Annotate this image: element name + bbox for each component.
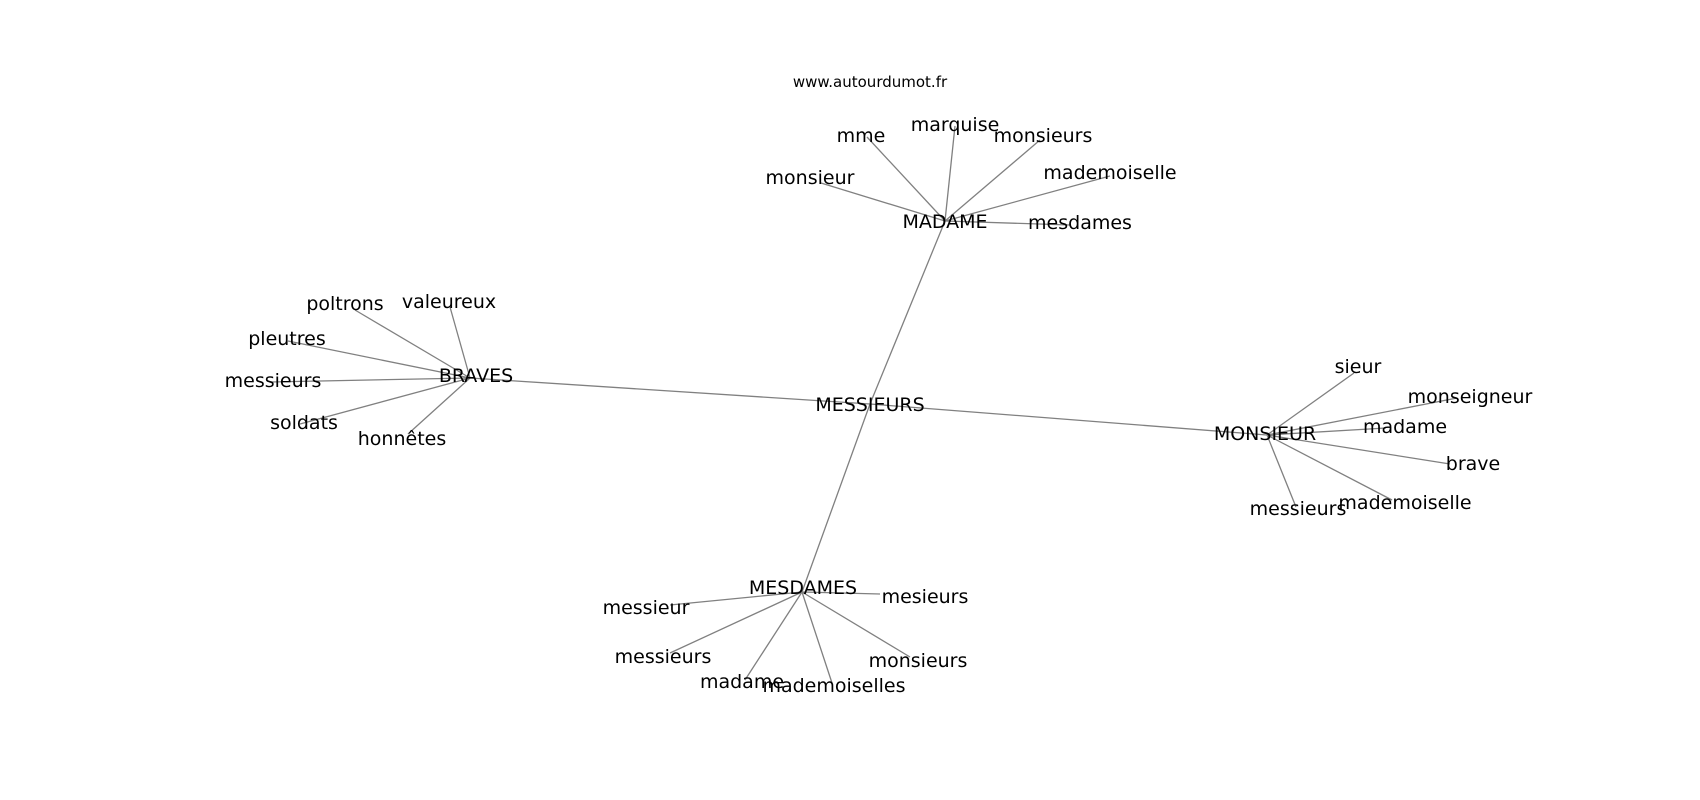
- leaf-node-label: mademoiselles: [762, 675, 905, 697]
- edge-madame-leaf: [820, 182, 946, 222]
- leaf-node-label: madame: [1363, 416, 1447, 438]
- leaf-node-label: poltrons: [306, 293, 383, 315]
- leaf-node-label: mademoiselle: [1043, 162, 1176, 184]
- leaf-node-label: sieur: [1335, 356, 1382, 378]
- edge-mesdames-leaf: [669, 591, 803, 654]
- edge-root-mesdames: [801, 403, 871, 593]
- edge-braves-leaf: [354, 309, 471, 379]
- edge-mesdames-leaf: [801, 591, 911, 658]
- edge-mesdames-leaf: [801, 591, 833, 684]
- labels-layer: www.autourdumot.fr MESSIEURS MADAME mme ma…: [225, 73, 1533, 697]
- leaf-node-label: mademoiselle: [1338, 492, 1471, 514]
- leaf-node-label: valeureux: [402, 291, 496, 313]
- edge-braves-leaf: [269, 377, 471, 383]
- leaf-node-label: brave: [1446, 453, 1500, 475]
- leaf-node-label: messieurs: [225, 370, 322, 392]
- edge-madame-leaf: [944, 125, 956, 222]
- leaf-node-label: pleutres: [248, 328, 326, 350]
- edge-root-braves: [469, 377, 871, 405]
- leaf-node-label: honnêtes: [358, 428, 446, 450]
- edge-madame-leaf: [866, 136, 946, 222]
- edge-monsieur-leaf: [1266, 434, 1393, 501]
- hub-node-label-mesdames: MESDAMES: [749, 577, 857, 599]
- leaf-node-label: madame: [700, 671, 784, 693]
- edge-monsieur-leaf: [1266, 434, 1297, 508]
- edge-braves-leaf: [449, 306, 471, 379]
- edge-mesdames-leaf: [801, 591, 881, 595]
- leaf-node-label: soldats: [270, 412, 338, 434]
- edge-madame-leaf: [944, 220, 1071, 226]
- edge-madame-leaf: [944, 139, 1041, 222]
- edge-root-madame: [869, 220, 946, 405]
- edge-braves-leaf: [407, 377, 471, 435]
- leaf-node-label: monsieurs: [994, 125, 1093, 147]
- leaf-node-label: messieur: [603, 597, 690, 619]
- edge-monsieur-leaf: [1266, 397, 1458, 436]
- edge-mesdames-leaf: [744, 591, 803, 681]
- edge-root-monsieur: [869, 403, 1268, 436]
- hub-node-label-monsieur: MONSIEUR: [1214, 423, 1316, 445]
- leaf-node-label: marquise: [911, 114, 1000, 136]
- leaf-node-label: monseigneur: [1408, 386, 1533, 408]
- leaf-node-label: messieurs: [1250, 498, 1347, 520]
- site-watermark: www.autourdumot.fr: [793, 73, 948, 91]
- edge-madame-leaf: [944, 175, 1111, 222]
- leaf-node-label: monsieur: [766, 167, 855, 189]
- hub-node-label-braves: BRAVES: [439, 365, 513, 387]
- root-node-label: MESSIEURS: [815, 394, 924, 416]
- edges-layer: [269, 125, 1458, 684]
- edge-braves-leaf: [299, 377, 471, 425]
- hub-node-label-madame: MADAME: [902, 211, 987, 233]
- edge-braves-leaf: [287, 340, 471, 379]
- leaf-node-label: monsieurs: [869, 650, 968, 672]
- leaf-node-label: mme: [837, 125, 886, 147]
- edge-monsieur-leaf: [1266, 434, 1451, 465]
- edge-monsieur-leaf: [1266, 372, 1355, 436]
- leaf-node-label: mesdames: [1028, 212, 1132, 234]
- leaf-node-label: messieurs: [615, 646, 712, 668]
- edge-mesdames-leaf: [669, 591, 803, 606]
- leaf-node-label: mesieurs: [882, 586, 969, 608]
- edge-monsieur-leaf: [1266, 427, 1387, 436]
